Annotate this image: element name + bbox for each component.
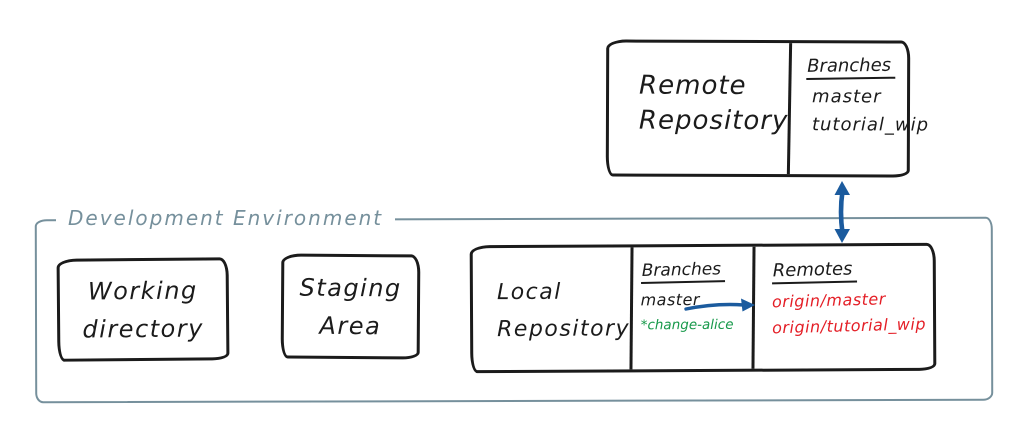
remote-repository-box: Remote Repository Branches master tutori… [605,39,929,178]
remote-branches-header: Branches [805,54,896,80]
local-branches-header: Branches [640,259,725,285]
local-remotes-column: Remotes origin/master origin/tutorial_wi… [754,246,933,369]
working-directory-title-line2: directory [82,313,204,344]
remote-repository-title-line1: Remote [639,70,747,101]
local-repository-title-line2: Repository [497,316,631,343]
local-repository-box: Local Repository Branches master *change… [469,242,937,374]
remote-tracking-origin-master: origin/master [771,289,887,312]
remote-branch-master: master [812,86,882,108]
working-directory-title-line1: Working [87,276,198,305]
local-repository-title-line1: Local [496,279,562,306]
staging-area-box: Staging Area [280,253,421,360]
staging-area-title-line2: Area [319,311,382,340]
remote-branches-column: Branches master tutorial_wip [791,43,930,174]
staging-area-title: Staging Area [284,257,418,357]
local-branch-master: master [640,290,701,310]
local-branch-current: *change-alice [640,316,734,334]
working-directory-title: Working directory [60,260,227,358]
staging-area-title-line1: Staging [299,273,402,302]
local-repository-title: Local Repository [473,247,631,370]
remote-repository-title-line2: Repository [638,105,789,137]
local-branches-column: Branches master *change-alice [632,247,752,370]
remote-repository-title: Remote Repository [609,42,789,174]
working-directory-box: Working directory [56,257,230,362]
development-environment-label: Development Environment [56,206,396,230]
local-remotes-header: Remotes [771,258,857,285]
remote-tracking-origin-tutorial-wip: origin/tutorial_wip [772,314,927,338]
local-box-column-divider-2 [751,246,755,369]
remote-branch-tutorial-wip: tutorial_wip [811,114,930,136]
